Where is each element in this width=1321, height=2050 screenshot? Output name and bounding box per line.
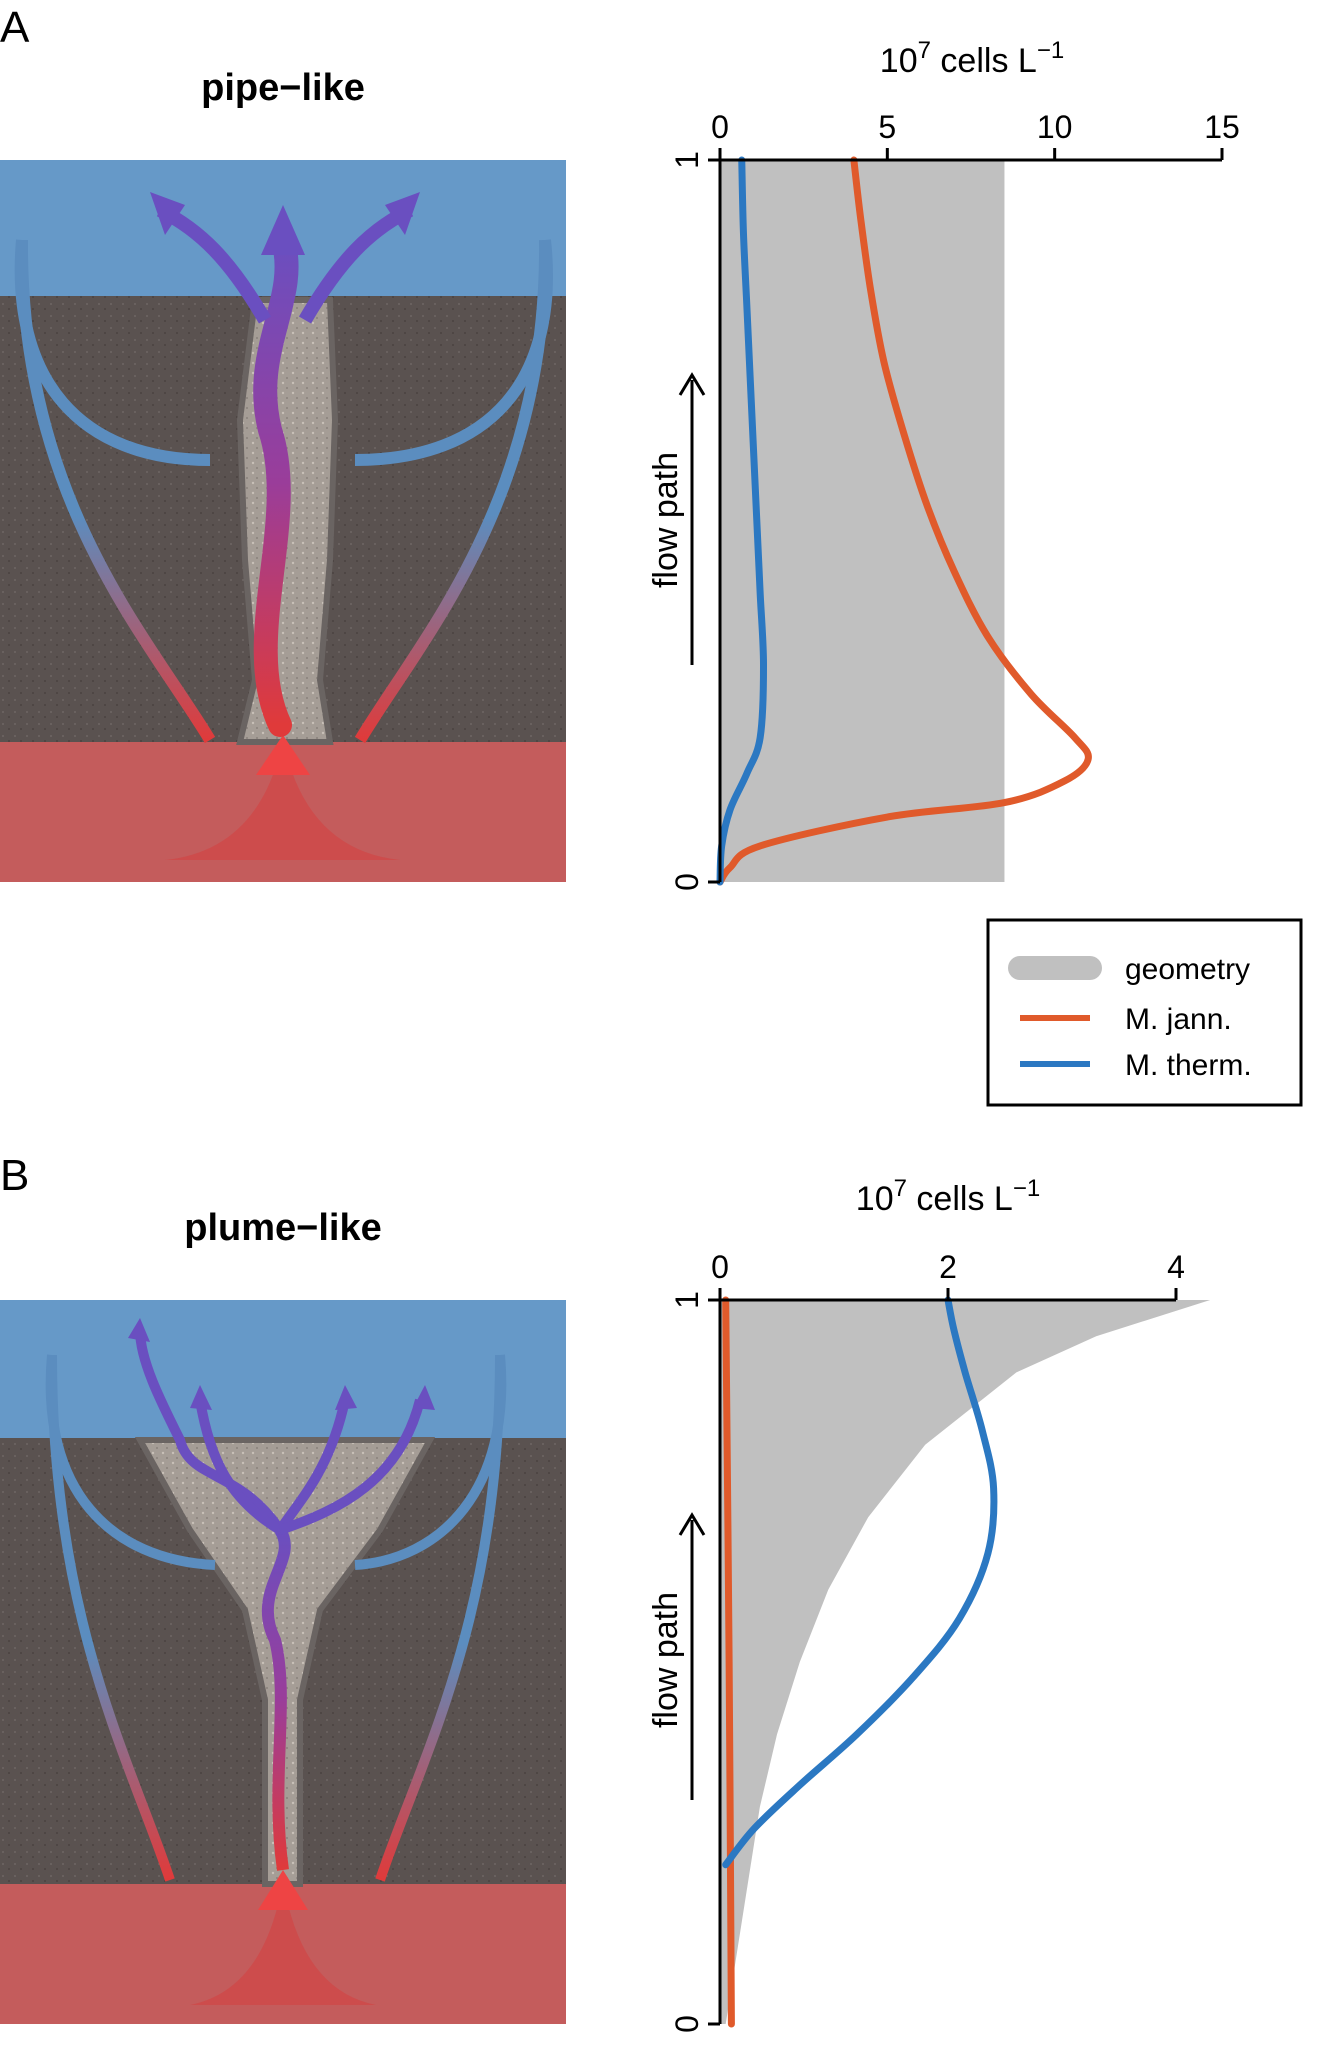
heat-source xyxy=(165,740,400,860)
heat-source-arrowhead xyxy=(256,735,310,775)
panel-b-x-axis-title: 107 cells L−1 xyxy=(856,1175,1040,1218)
panel-a-x-tick-label: 5 xyxy=(878,109,896,145)
panel-a-flow-arrowhead xyxy=(678,372,706,396)
heat-source xyxy=(190,1880,376,2005)
left-recharge-lower xyxy=(15,239,216,744)
seawater-layer xyxy=(0,1300,566,1440)
panel-b-x-tick-label: 0 xyxy=(711,1249,729,1285)
branch-arrow-1 xyxy=(135,1329,285,1533)
legend-mjann-label: M. jann. xyxy=(1125,1003,1232,1036)
branch-arrowhead-4 xyxy=(413,1385,435,1410)
right-recharge-lower xyxy=(375,1354,505,1882)
panel-b-series-mtherm xyxy=(722,1296,998,1869)
legend-box xyxy=(986,918,1303,1107)
panel-a-y-tick-label: 0 xyxy=(669,873,705,891)
panel-b-title: plume−like xyxy=(184,1207,381,1249)
panel-a-letter: A xyxy=(0,3,30,52)
panel-b-x-tick-label: 4 xyxy=(1167,1249,1185,1285)
panel-a-x-tick-label: 15 xyxy=(1204,109,1240,145)
panel-a-y-tick-label: 1 xyxy=(669,151,705,169)
legend-geometry-label: geometry xyxy=(1125,953,1250,986)
center-flow-arrow xyxy=(261,1526,291,1871)
panel-a-title: pipe−like xyxy=(201,67,365,109)
branch-arrow-4 xyxy=(278,1398,425,1535)
left-vent-arrowhead xyxy=(150,192,185,235)
panel-b-series-mjann xyxy=(722,1296,735,2028)
branch-arrowhead-2 xyxy=(190,1385,212,1410)
branch-arrow-2 xyxy=(195,1399,283,1535)
panel-b-y-tick-label: 0 xyxy=(669,2015,705,2033)
center-flow-arrow xyxy=(253,228,299,737)
branch-arrowhead-3 xyxy=(335,1385,357,1410)
panel-a-schematic xyxy=(0,160,566,882)
heat-source-arrowhead xyxy=(258,1870,308,1910)
legend: geometry M. jann. M. therm. xyxy=(986,918,1303,1107)
branch-arrow-3 xyxy=(275,1398,350,1533)
panel-b-y-axis-title: flow path xyxy=(647,1592,685,1728)
panel-b-geometry-area xyxy=(720,1300,1211,2024)
panel-b-y-tick-label: 1 xyxy=(669,1291,705,1309)
panel-a-x-tick-label: 0 xyxy=(711,109,729,145)
panel-a-geometry-area xyxy=(720,160,1005,882)
panel-a-x-axis-title: 107 cells L−1 xyxy=(880,37,1064,80)
panel-a-series-mjann xyxy=(716,156,1092,886)
right-vent-arrowhead xyxy=(385,192,420,235)
panel-a-x-tick-label: 10 xyxy=(1037,109,1073,145)
panel-a-series-mtherm xyxy=(716,156,768,886)
panel-a-y-axis-title: flow path xyxy=(647,452,685,588)
branch-arrowhead-1 xyxy=(128,1318,150,1342)
left-recharge-lower xyxy=(47,1354,175,1882)
panel-b-x-tick-label: 2 xyxy=(939,1249,957,1285)
panel-b-schematic xyxy=(0,1300,566,2024)
legend-mtherm-label: M. therm. xyxy=(1125,1049,1252,1082)
plume-chimney xyxy=(134,1437,436,1887)
right-recharge-lower xyxy=(354,239,552,744)
panel-b-letter: B xyxy=(0,1151,29,1200)
center-flow-arrowhead xyxy=(261,205,305,255)
panel-b-flow-arrowhead xyxy=(678,1512,706,1536)
